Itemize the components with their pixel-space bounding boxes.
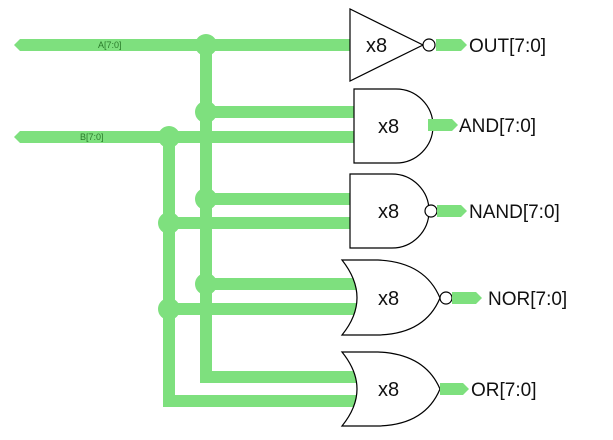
gate-multiplier: x8 <box>378 288 399 310</box>
output-label-out: OUT[7:0] <box>469 36 546 57</box>
junction <box>158 212 180 234</box>
gate-multiplier: x8 <box>378 116 399 138</box>
bus-b-input-pin[interactable] <box>14 131 169 143</box>
net-label-a: A[7:0] <box>98 40 122 50</box>
junction <box>158 298 180 320</box>
nand-gate[interactable]: x8 <box>349 173 438 249</box>
bus-a[interactable] <box>14 34 360 383</box>
junction <box>158 126 180 148</box>
gate-multiplier: x8 <box>366 35 387 57</box>
bus-b[interactable] <box>14 126 360 407</box>
nand-out-pin[interactable] <box>437 205 467 217</box>
or-out-pin[interactable] <box>440 383 469 395</box>
junction <box>195 188 217 210</box>
nor-gate[interactable]: x8 <box>340 259 453 336</box>
bus-a-input-pin[interactable] <box>14 39 206 51</box>
junction <box>195 34 217 56</box>
gate-multiplier: x8 <box>378 201 399 223</box>
gate-multiplier: x8 <box>378 379 399 401</box>
junction <box>195 273 217 295</box>
output-label-and: AND[7:0] <box>459 116 536 137</box>
or-gate[interactable]: x8 <box>340 351 441 427</box>
junction <box>195 101 217 123</box>
and-gate[interactable]: x8 <box>353 88 434 164</box>
output-label-nand: NAND[7:0] <box>469 202 560 223</box>
out-pin[interactable] <box>436 39 467 51</box>
nor-out-pin[interactable] <box>452 292 482 304</box>
and-out-pin[interactable] <box>428 119 458 131</box>
net-label-b: B[7:0] <box>80 132 104 142</box>
not-gate[interactable]: x8 <box>349 8 436 82</box>
output-label-nor: NOR[7:0] <box>488 289 567 310</box>
output-label-or: OR[7:0] <box>471 380 536 401</box>
